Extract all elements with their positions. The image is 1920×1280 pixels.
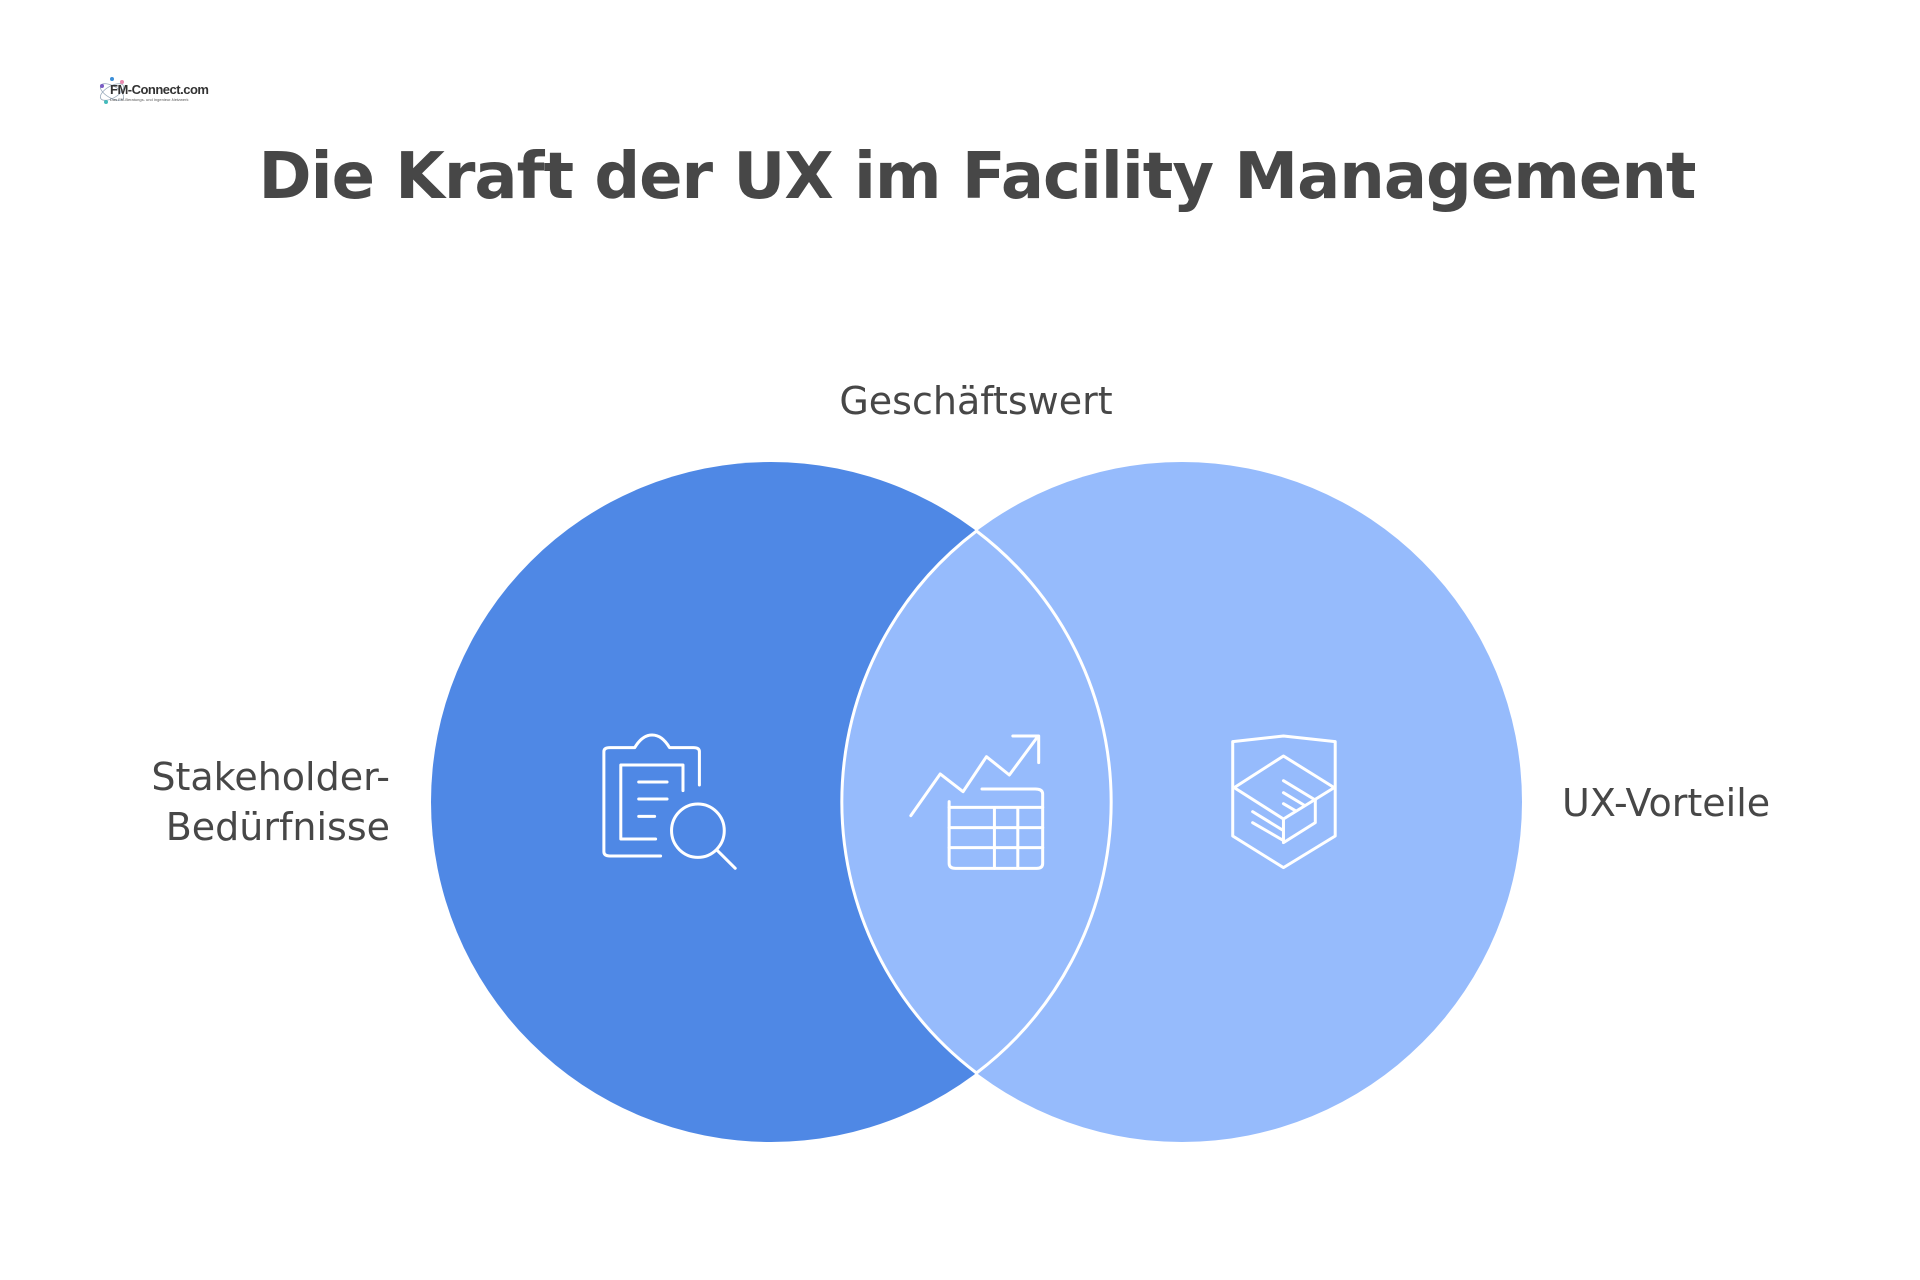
label-intersection: Geschäftswert <box>839 379 1113 423</box>
logo-text: FM-Connect.com <box>110 82 209 97</box>
logo-atom-icon <box>99 77 125 104</box>
label-left-line2: Bedürfnisse <box>165 805 390 849</box>
logo-tagline: Das FM-Beratungs- und Ingenieur-Netzwerk <box>110 97 189 102</box>
clipboard-search-icon <box>604 735 735 868</box>
venn-intersection <box>840 529 1113 1075</box>
label-left: Stakeholder- Bedürfnisse <box>151 752 390 852</box>
page-title: Die Kraft der UX im Facility Management <box>258 140 1697 214</box>
shield-cube-icon <box>1233 736 1335 868</box>
logo: FM-Connect.com Das FM-Beratungs- und Ing… <box>98 74 209 110</box>
chart-table-icon <box>911 736 1043 868</box>
label-left-line1: Stakeholder- <box>151 755 390 799</box>
label-right: UX-Vorteile <box>1562 781 1771 825</box>
